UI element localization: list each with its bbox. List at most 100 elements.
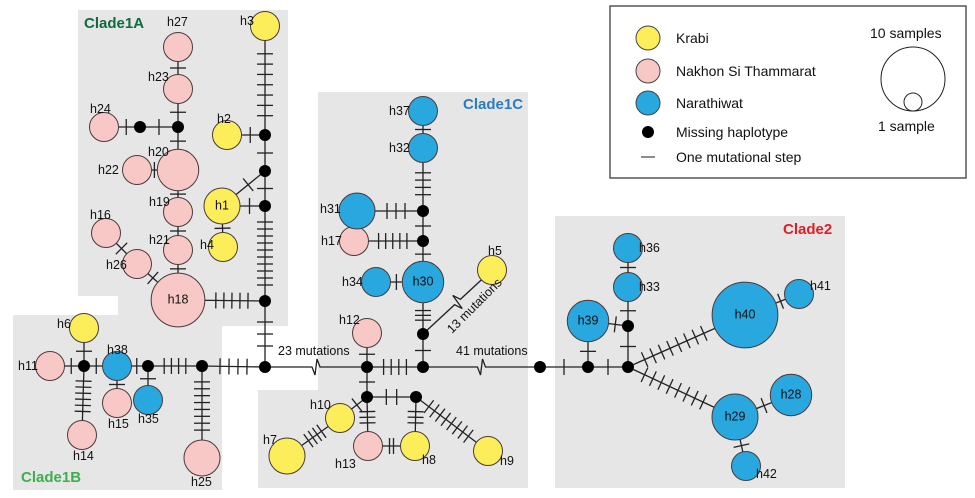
label-h15: h15 [108,417,129,431]
haplotype-h21 [163,235,193,265]
haplotype-h25 [183,439,221,477]
haplotype-h29 [711,393,759,441]
haplotype-h15 [102,388,132,418]
haplotype-h4 [208,232,238,262]
mutation-tick [115,242,128,255]
mutation-tick [351,398,363,412]
missing-haplotype-node [78,360,90,372]
mutation-tick [303,433,314,448]
missing-haplotype-node [622,320,634,332]
mutation-tick [665,378,674,394]
label-h3: h3 [240,14,254,28]
missing-haplotype-node [259,200,271,212]
haplotype-h26 [122,249,152,279]
mutation-tick [640,352,649,368]
label-h5: h5 [488,244,502,258]
haplotype-h8 [400,431,430,461]
legend-size-large-label: 10 samples [870,25,942,41]
missing-haplotype-node [259,295,271,307]
haplotype-nodes [35,11,814,481]
label-h39: h39 [578,313,599,327]
missing-haplotype-node [361,391,373,403]
label-h13: h13 [335,457,356,471]
haplotype-h20 [156,148,200,192]
mutation-tick [147,271,159,285]
label-h22: h22 [98,163,119,177]
mutation-tick [463,429,474,444]
haplotype-h7 [268,437,306,475]
mutation-tick [666,340,674,356]
label-h38: h38 [107,343,128,357]
clade1a-label: Clade1A [84,15,144,32]
missing-haplotype-node [417,205,429,217]
haplotype-h6 [69,313,99,343]
mutation-tick [434,408,446,422]
legend-krabi-label: Krabi [676,30,709,46]
missing-haplotype-node [259,361,271,373]
mutation-tick [242,178,254,192]
mutation-tick [316,424,327,439]
legend-box [609,5,967,179]
label-h8: h8 [422,453,436,467]
clade1b-label: Clade1B [21,469,81,486]
haplotype-h41 [784,279,814,309]
legend-step-label: One mutational step [676,149,802,165]
haplotype-h34 [361,267,391,297]
label-h4: h4 [200,238,214,252]
mutation-tick [640,367,649,383]
mutation-tick [733,443,750,449]
missing-haplotype-node [196,360,208,372]
mutation-tick [691,329,700,345]
label-h12: h12 [339,313,360,327]
mutation-tick [777,293,785,309]
label-h24: h24 [90,102,111,116]
legend-missing-label: Missing haplotype [676,124,788,140]
label-h9: h9 [500,454,514,468]
legend-narathiwat-label: Narathiwat [676,95,743,111]
haplotype-h2 [212,120,242,150]
missing-haplotype-node [410,391,422,403]
label-h35: h35 [138,412,159,426]
label-h6: h6 [57,317,71,331]
missing-haplotype-node [142,360,154,372]
label-h31: h31 [320,202,341,216]
legend-nakhon-label: Nakhon Si Thammarat [676,63,816,79]
mutation-tick [699,394,708,410]
label-h21: h21 [149,233,170,247]
mutation-tick [690,390,699,406]
mutation-tick [613,316,617,333]
mutation-tick [457,425,469,439]
haplotype-h37 [408,96,438,126]
legend: Krabi Nakhon Si Thammarat Narathiwat Mis… [609,5,967,179]
mutation-tick [307,430,318,445]
haplotype-h3 [250,11,280,41]
mutations-41-label: 41 mutations [456,344,528,358]
label-h17: h17 [321,234,342,248]
label-h23: h23 [148,70,169,84]
mutation-tick [657,344,666,360]
mutation-tick [682,386,691,402]
clade1c-panel [258,92,528,488]
missing-haplotype-node [361,361,373,373]
haplotype-h18 [150,272,206,328]
legend-size-small-circle [903,92,923,112]
haplotype-h19 [163,197,193,227]
missing-haplotype-node [582,361,594,373]
label-h29: h29 [725,409,746,423]
haplotype-h1 [203,187,241,225]
haplotype-h11 [35,351,65,381]
edge-41-mutations [423,358,540,376]
label-h33: h33 [639,280,660,294]
label-h2: h2 [217,112,231,126]
mutations-23-label: 23 mutations [278,344,350,358]
haplotype-h30 [401,260,445,304]
haplotype-h9 [473,436,503,466]
label-h26: h26 [106,258,127,272]
label-h30: h30 [413,274,434,288]
haplotype-h23 [163,74,193,104]
haplotype-h35 [133,385,163,415]
haplotype-h16 [91,218,121,248]
label-h28: h28 [781,387,802,401]
edge-13-mutations [422,269,493,335]
